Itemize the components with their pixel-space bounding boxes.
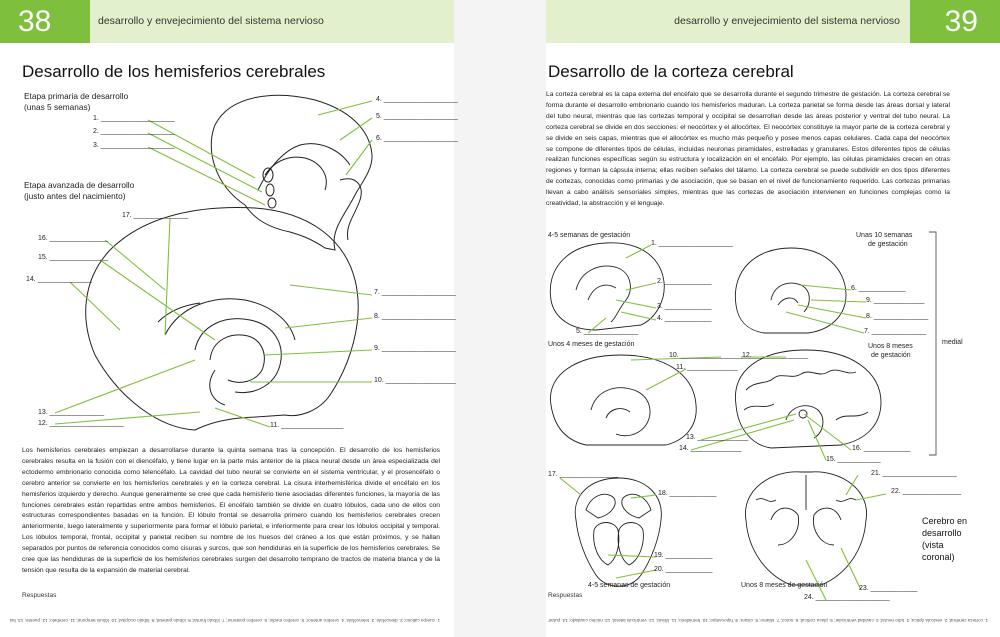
r-label-14[interactable]: 14. _____________: [679, 445, 741, 452]
brain-8-months: [735, 350, 881, 448]
r-label-20[interactable]: 20. ____________: [654, 566, 712, 573]
r-label-16[interactable]: 16. ____________: [852, 445, 910, 452]
r-label-7[interactable]: 7. ______________: [864, 328, 926, 335]
label-15[interactable]: 15. _______________: [38, 254, 108, 261]
label-6[interactable]: 6. ___________________: [376, 135, 458, 142]
r-label-13[interactable]: 13. _____________: [686, 434, 748, 441]
r-label-3[interactable]: 3. ____________: [657, 303, 712, 310]
label-10[interactable]: 10. __________________: [374, 377, 456, 384]
r-label-9[interactable]: 9. _____________: [866, 297, 924, 304]
r-label-23[interactable]: 23. ____________: [859, 585, 917, 592]
r-label-1[interactable]: 1. ___________________: [651, 240, 733, 247]
left-answers-heading: Respuestas: [22, 592, 56, 599]
right-answers-heading: Respuestas: [548, 592, 582, 599]
caption-coronal-4-5-weeks: 4-5 semanas de gestación: [588, 582, 670, 589]
r-label-11[interactable]: 11. _____________: [676, 364, 738, 371]
label-17[interactable]: 17. ______________: [122, 212, 188, 219]
r-label-21[interactable]: 21. ___________________: [871, 470, 957, 477]
coronal-line4: coronal): [922, 551, 982, 563]
right-answers-text: 1. corteza cerebral; 2. vesícula óptica;…: [548, 603, 988, 623]
brain-10-weeks: [735, 248, 846, 333]
label-3[interactable]: 3. ___________________: [93, 142, 175, 149]
caption-4-months: Unos 4 meses de gestación: [548, 341, 634, 348]
coronal-view-caption: Cerebro en desarrollo (vista coronal): [922, 515, 982, 563]
caption-10-weeks-line1: Unas 10 semanas: [856, 232, 912, 239]
r-label-22[interactable]: 22. _______________: [891, 488, 961, 495]
label-2[interactable]: 2. ___________________: [93, 128, 175, 135]
r-label-8[interactable]: 8. ______________: [866, 313, 928, 320]
r-label-18[interactable]: 18. ____________: [658, 490, 716, 497]
late-brain-outline: [86, 207, 358, 430]
left-page: 38 desarrollo y envejecimiento del siste…: [0, 0, 454, 637]
coronal-line3: (vista: [922, 539, 982, 551]
left-answers-text: 1. cuerpo calloso; 2. diencéfalo; 3. tel…: [10, 603, 440, 623]
page-gutter: [454, 0, 546, 637]
r-label-12[interactable]: 12. ______________: [742, 352, 808, 359]
r-label-2[interactable]: 2. ____________: [657, 278, 712, 285]
label-11[interactable]: 11. ________________: [270, 422, 343, 429]
label-12[interactable]: 12. ___________________: [38, 420, 124, 427]
caption-medial: medial: [942, 339, 963, 346]
label-7[interactable]: 7. ___________________: [374, 289, 456, 296]
hemisphere-illustration: [0, 0, 454, 440]
r-label-15[interactable]: 15. ___________: [826, 456, 881, 463]
r-label-17[interactable]: 17. _______________: [548, 471, 618, 478]
caption-coronal-8-months: Unos 8 meses de gestación: [741, 582, 827, 589]
caption-8-months-line1: Unos 8 meses: [868, 343, 913, 350]
label-4[interactable]: 4. ___________________: [376, 96, 458, 103]
coronal-line2: desarrollo: [922, 527, 982, 539]
r-label-19[interactable]: 19. ____________: [654, 552, 712, 559]
label-13[interactable]: 13. ______________: [38, 409, 104, 416]
label-14[interactable]: 14. ______________: [26, 276, 92, 283]
coronal-line1: Cerebro en: [922, 515, 982, 527]
r-label-6[interactable]: 6. ____________: [851, 285, 906, 292]
embryo-4-5-weeks: [550, 243, 664, 330]
caption-10-weeks-line2: de gestación: [868, 241, 908, 248]
r-label-4[interactable]: 4. ____________: [657, 315, 712, 322]
label-16[interactable]: 16. _______________: [38, 235, 108, 242]
left-body-text: Los hemisferios cerebrales empiezan a de…: [22, 446, 440, 577]
r-label-24[interactable]: 24. ___________________: [804, 594, 890, 601]
caption-8-months-line2: de gestación: [871, 352, 911, 359]
r-label-5[interactable]: 5. ______________: [576, 328, 638, 335]
label-5[interactable]: 5. ___________________: [376, 113, 458, 120]
right-page: 39 desarrollo y envejecimiento del siste…: [546, 0, 1000, 637]
label-9[interactable]: 9. ___________________: [374, 345, 456, 352]
caption-4-5-weeks: 4-5 semanas de gestación: [548, 232, 630, 239]
label-1[interactable]: 1. ___________________: [93, 115, 175, 122]
brain-4-months: [550, 355, 696, 445]
label-8[interactable]: 8. ___________________: [374, 313, 456, 320]
